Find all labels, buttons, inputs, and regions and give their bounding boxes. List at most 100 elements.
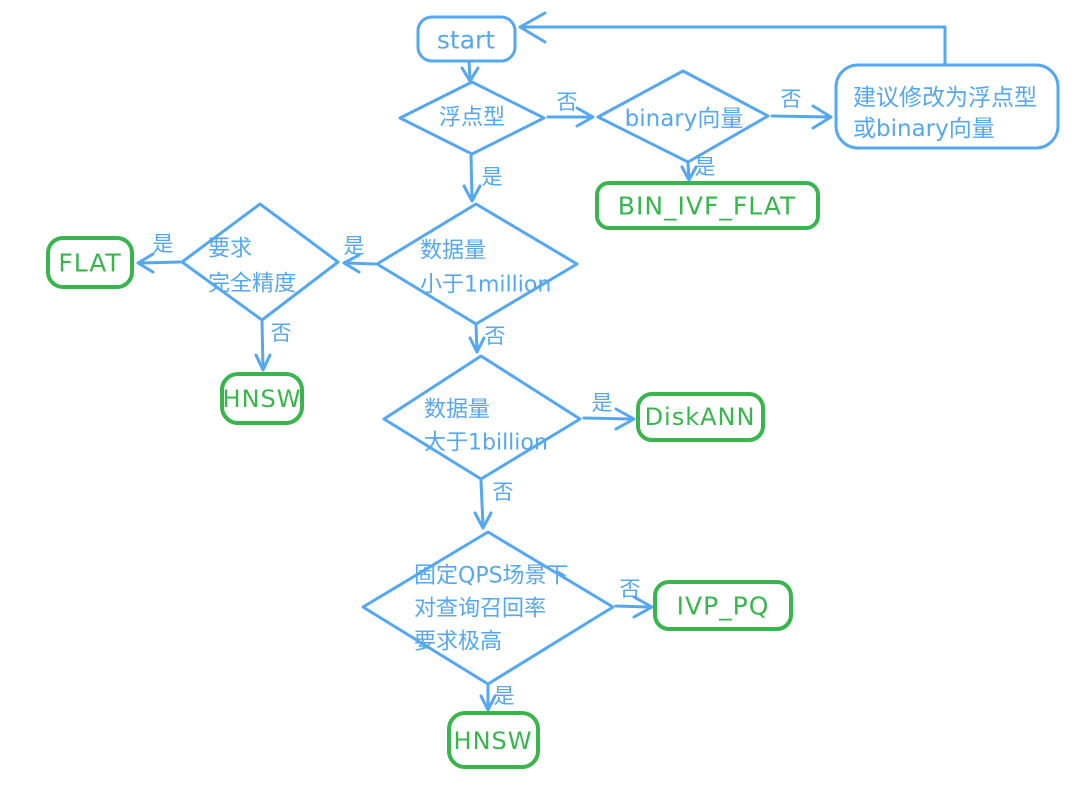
edge-precision-to-hnsw-line — [260, 320, 265, 370]
node-full-precision: 要求 完全精度 — [180, 202, 340, 322]
node-suggest-shape — [834, 63, 1060, 150]
edge-float-to-lt1m-line — [469, 154, 474, 201]
node-hnsw-precision: HNSW — [220, 372, 304, 425]
edge-label-float-no: 否 — [557, 90, 578, 114]
edge-lt1m-to-gt1b-arrowhead-icon — [468, 336, 486, 354]
edge-suggest-to-start-arrowhead-icon — [518, 11, 547, 44]
edge-binary-to-suggest: 否 — [770, 87, 833, 130]
edge-float-to-binary: 否 — [546, 90, 595, 128]
node-hnsw-qps-label: HNSW — [454, 727, 533, 755]
node-flat: FLAT — [46, 236, 134, 289]
edge-precision-to-hnsw: 否 — [254, 320, 292, 372]
node-diskann: DiskANN — [636, 392, 765, 442]
node-flat-label: FLAT — [58, 249, 121, 278]
edge-start-to-float — [460, 60, 480, 83]
edge-precision-to-hnsw-arrowhead-icon — [254, 353, 272, 372]
node-float-type-shape — [398, 80, 546, 156]
edge-suggest-to-start-line — [521, 25, 947, 66]
node-lt-1million: 数据量 小于1million — [375, 202, 579, 326]
node-binary-vector-label: binary向量 — [625, 106, 744, 132]
edge-label-qps-yes: 是 — [494, 684, 515, 708]
node-qps-recall-line2: 对查询召回率 — [414, 597, 546, 622]
edge-binary-to-binivfflat-arrowhead-icon — [680, 165, 698, 182]
node-gt-1billion-line1: 数据量 — [424, 398, 490, 423]
edge-qps-to-ivppq-arrowhead-icon — [632, 595, 654, 619]
node-hnsw-qps-shape — [447, 711, 540, 769]
edge-label-precision-no: 否 — [271, 321, 292, 345]
edge-label-gt1b-yes: 是 — [592, 391, 613, 415]
node-lt-1million-shape — [375, 202, 579, 326]
edge-gt1b-to-diskann-line — [582, 416, 633, 421]
edge-gt1b-to-diskann: 是 — [582, 391, 636, 431]
edge-label-binary-no: 否 — [781, 87, 802, 111]
node-ivp-pq-label: IVP_PQ — [677, 592, 770, 621]
node-hnsw-precision-shape — [220, 372, 304, 425]
edge-lt1m-to-precision: 是 — [342, 234, 377, 274]
edge-gt1b-to-qps-arrowhead-icon — [473, 511, 493, 530]
node-hnsw-qps: HNSW — [447, 711, 540, 769]
node-start: start — [416, 15, 517, 63]
node-bin-ivf-flat: BIN_IVF_FLAT — [595, 181, 820, 230]
edge-start-to-float-arrowhead-icon — [460, 66, 480, 83]
node-qps-recall: 固定QPS场景下 对查询召回率 要求极高 — [361, 530, 615, 686]
node-start-shape — [416, 15, 517, 63]
node-qps-recall-line1: 固定QPS场景下 — [414, 564, 569, 589]
node-lt-1million-line2: 小于1million — [420, 273, 551, 298]
node-full-precision-line2: 完全精度 — [208, 272, 296, 297]
edges-layer: 否 否 是 是 是 — [136, 11, 947, 712]
node-ivp-pq-shape — [653, 580, 793, 631]
edge-binary-to-suggest-arrowhead-icon — [811, 104, 833, 130]
edge-label-qps-no: 否 — [620, 577, 641, 601]
node-qps-recall-shape — [361, 530, 615, 686]
node-binary-vector-shape — [596, 69, 770, 164]
edge-suggest-to-start — [518, 11, 947, 66]
node-diskann-shape — [636, 392, 765, 442]
edge-precision-to-flat: 是 — [136, 232, 182, 274]
edge-label-lt1m-no: 否 — [485, 324, 506, 348]
edge-lt1m-to-precision-arrowhead-icon — [342, 253, 361, 274]
node-lt-1million-line1: 数据量 — [420, 239, 486, 264]
edge-float-to-lt1m: 是 — [462, 154, 503, 203]
edge-label-float-yes: 是 — [482, 165, 503, 189]
node-bin-ivf-flat-label: BIN_IVF_FLAT — [618, 192, 796, 221]
node-qps-recall-line3: 要求极高 — [414, 630, 502, 655]
node-gt-1billion-shape — [382, 354, 582, 481]
edge-gt1b-to-qps-line — [479, 479, 485, 528]
edge-start-to-float-line — [467, 60, 472, 81]
node-hnsw-precision-label: HNSW — [223, 385, 302, 413]
node-full-precision-shape — [180, 202, 340, 322]
node-diskann-label: DiskANN — [645, 403, 756, 431]
edge-float-to-lt1m-arrowhead-icon — [462, 184, 482, 203]
edge-precision-to-flat-line — [139, 260, 182, 265]
edge-qps-to-hnsw: 是 — [479, 684, 515, 712]
node-start-label: start — [437, 26, 495, 55]
edge-label-precision-yes: 是 — [153, 232, 174, 256]
node-suggest: 建议修改为浮点型 或binary向量 — [834, 63, 1060, 150]
edge-float-to-binary-arrowhead-icon — [575, 106, 595, 128]
edge-qps-to-ivppq: 否 — [614, 577, 654, 619]
edge-precision-to-flat-arrowhead-icon — [136, 252, 155, 274]
node-bin-ivf-flat-shape — [595, 181, 820, 230]
edge-binary-to-binivfflat-line — [686, 161, 691, 180]
node-binary-vector: binary向量 — [596, 69, 770, 164]
edge-qps-to-ivppq-line — [614, 604, 651, 609]
node-full-precision-line1: 要求 — [208, 237, 252, 262]
nodes-layer: start 浮点型 binary向量 建议修改为浮点型 或binary向量 BI… — [46, 15, 1060, 769]
edge-gt1b-to-qps: 否 — [473, 479, 514, 530]
edge-binary-to-binivfflat: 是 — [680, 155, 716, 182]
edge-label-lt1m-yes: 是 — [344, 234, 365, 258]
edge-lt1m-to-gt1b: 否 — [468, 324, 506, 354]
node-gt-1billion: 数据量 大于1billion — [382, 354, 582, 481]
edge-label-binary-yes: 是 — [695, 155, 716, 179]
node-suggest-line2: 或binary向量 — [853, 116, 995, 142]
node-flat-shape — [46, 236, 134, 289]
node-gt-1billion-line2: 大于1billion — [424, 431, 548, 456]
node-suggest-line1: 建议修改为浮点型 — [853, 85, 1037, 111]
node-ivp-pq: IVP_PQ — [653, 580, 793, 631]
edge-gt1b-to-diskann-arrowhead-icon — [614, 407, 636, 431]
edge-lt1m-to-precision-line — [345, 261, 377, 266]
node-float-type: 浮点型 — [398, 80, 546, 156]
edge-qps-to-hnsw-arrowhead-icon — [479, 694, 497, 712]
